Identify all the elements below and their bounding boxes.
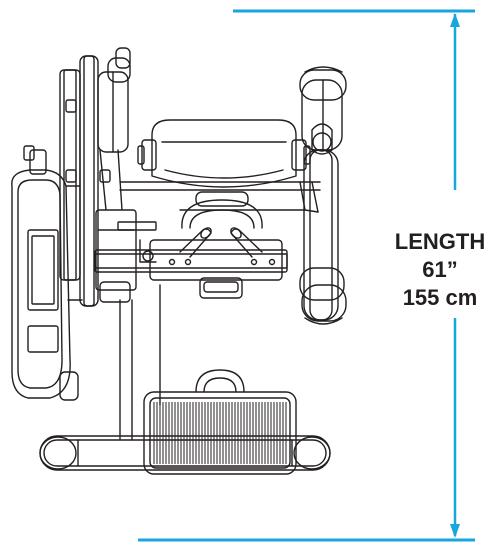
rear-stabilizer [39, 435, 331, 471]
carriage [94, 221, 288, 299]
step-platform [143, 369, 297, 475]
left-tower [59, 47, 137, 307]
seat-post-handle [181, 191, 263, 229]
dimension-label-imperial: 61” [422, 257, 458, 282]
seat [137, 119, 311, 188]
handle-levers [179, 227, 263, 258]
arrowhead-up [450, 13, 460, 27]
step-platform-grip-texture [153, 402, 287, 464]
dimension-label-metric: 155 cm [402, 285, 478, 310]
length-dimension-line [138, 9, 475, 542]
arrowhead-down [450, 524, 460, 538]
right-tube-column [299, 66, 347, 325]
console-display [11, 145, 83, 401]
dimension-label-name: LENGTH [394, 229, 486, 254]
machine-line-art [11, 47, 347, 475]
